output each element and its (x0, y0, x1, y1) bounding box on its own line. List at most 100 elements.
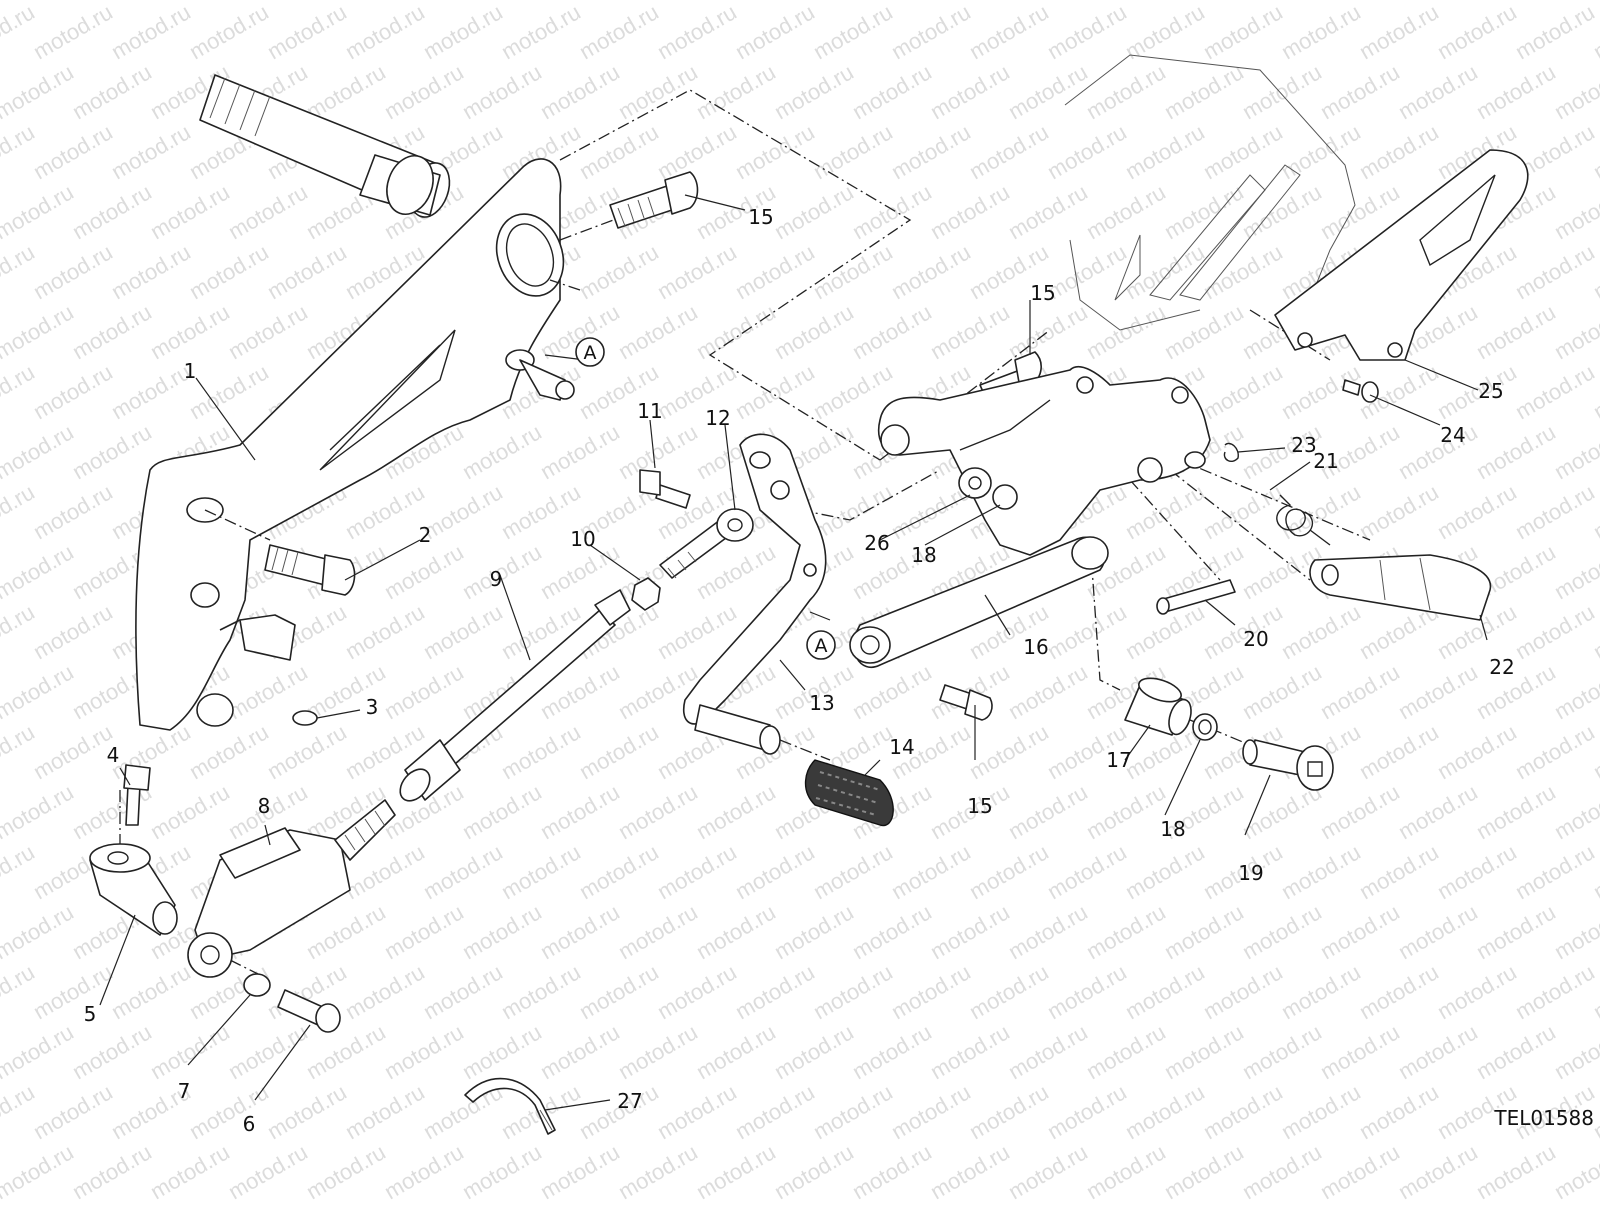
watermark-text: motod.ru (185, 719, 273, 784)
watermark-text: motod.ru (1199, 239, 1287, 304)
watermark-text: motod.ru (1355, 719, 1443, 784)
watermark-text: motod.ru (1277, 479, 1365, 544)
view-marker-label: A (584, 342, 597, 364)
watermark-text: motod.ru (29, 479, 117, 544)
watermark-text: motod.ru (0, 59, 78, 124)
callout-14: 14 (889, 735, 914, 759)
callout-26: 26 (864, 531, 889, 555)
watermark-text: motod.ru (887, 0, 975, 64)
watermark-text: motod.ru (1004, 0, 1092, 4)
watermark-text: motod.ru (1238, 179, 1326, 244)
watermark-text: motod.ru (692, 299, 780, 364)
watermark-text: motod.ru (0, 599, 39, 664)
watermark-text: motod.ru (107, 0, 195, 64)
watermark-text: motod.ru (1472, 299, 1560, 364)
watermark-text: motod.ru (146, 0, 234, 4)
watermark-text: motod.ru (809, 959, 897, 1024)
callout-16: 16 (1023, 635, 1048, 659)
watermark-text: motod.ru (1199, 359, 1287, 424)
watermark-text: motod.ru (1511, 239, 1599, 304)
callout-12: 12 (705, 406, 730, 430)
watermark-text: motod.ru (653, 1079, 741, 1144)
watermark-text: motod.ru (692, 0, 780, 4)
watermark-text: motod.ru (1043, 1079, 1131, 1144)
watermark-text: motod.ru (1433, 0, 1521, 64)
watermark-text: motod.ru (1355, 0, 1443, 64)
watermark-text: motod.ru (1199, 0, 1287, 64)
watermark-text: motod.ru (614, 779, 702, 844)
watermark-text: motod.ru (692, 1019, 780, 1084)
watermark-text: motod.ru (536, 59, 624, 124)
rubber-pad-14 (804, 759, 894, 827)
watermark-text: motod.ru (1511, 359, 1599, 424)
watermark-text: motod.ru (1043, 119, 1131, 184)
watermark-text: motod.ru (1238, 1019, 1326, 1084)
watermark-text: motod.ru (575, 719, 663, 784)
watermark-text: motod.ru (0, 779, 78, 844)
watermark-text: motod.ru (965, 119, 1053, 184)
watermark-text: motod.ru (1511, 959, 1599, 1024)
watermark-text: motod.ru (1355, 1079, 1443, 1144)
watermark-text: motod.ru (1355, 119, 1443, 184)
watermark-text: motod.ru (1316, 0, 1404, 4)
watermark-text: motod.ru (458, 1019, 546, 1084)
watermark-text: motod.ru (770, 1139, 858, 1200)
watermark-text: motod.ru (1472, 779, 1560, 844)
watermark-text: motod.ru (341, 1079, 429, 1144)
watermark-text: motod.ru (1472, 1139, 1560, 1200)
watermark-text: motod.ru (341, 0, 429, 64)
watermark-text: motod.ru (0, 299, 78, 364)
bolt-15-middle (939, 684, 993, 721)
watermark-text: motod.ru (614, 0, 702, 4)
watermark-text: motod.ru (458, 1139, 546, 1200)
callout-15-middle: 15 (967, 794, 992, 818)
nut-10 (631, 577, 661, 611)
watermark-text: motod.ru (263, 719, 351, 784)
watermark-text: motod.ru (1121, 959, 1209, 1024)
watermark-text: motod.ru (0, 419, 78, 484)
watermark-text: motod.ru (1550, 899, 1600, 964)
watermark-text: motod.ru (1316, 1019, 1404, 1084)
callout-2: 2 (419, 523, 432, 547)
watermark-text: motod.ru (1550, 1019, 1600, 1084)
watermark-text: motod.ru (68, 299, 156, 364)
rod-end-12 (659, 508, 754, 579)
watermark-text: motod.ru (68, 419, 156, 484)
callout-19: 19 (1238, 861, 1263, 885)
watermark-text: motod.ru (0, 719, 39, 784)
watermark-text: motod.ru (185, 359, 273, 424)
bolt-4 (123, 764, 151, 826)
watermark-text: motod.ru (497, 959, 585, 1024)
watermark-text: motod.ru (0, 539, 78, 604)
callout-27: 27 (617, 1089, 642, 1113)
watermark-text: motod.ru (731, 959, 819, 1024)
clevis-5 (89, 843, 178, 936)
cable-tie-27 (464, 1077, 556, 1135)
watermark-text: motod.ru (1433, 839, 1521, 904)
watermark-text: motod.ru (536, 1019, 624, 1084)
watermark-text: motod.ru (1160, 1139, 1248, 1200)
watermark-text: motod.ru (731, 0, 819, 64)
watermark-text: motod.ru (1043, 959, 1131, 1024)
watermark-text: motod.ru (302, 0, 390, 4)
watermark-text: motod.ru (1316, 1139, 1404, 1200)
watermark-text: motod.ru (1238, 899, 1326, 964)
watermark-text: motod.ru (1004, 1019, 1092, 1084)
pin-3 (292, 710, 318, 726)
callout-20: 20 (1243, 627, 1268, 651)
callout-23: 23 (1291, 433, 1316, 457)
leader-lines (99, 194, 1488, 1111)
push-rod-9 (399, 589, 631, 802)
watermark-text: motod.ru (1277, 599, 1365, 664)
watermark-text: motod.ru (0, 959, 39, 1024)
watermark-text: motod.ru (1433, 479, 1521, 544)
watermark-text: motod.ru (29, 359, 117, 424)
clip-23 (1223, 442, 1239, 462)
watermark-text: motod.ru (1238, 659, 1326, 724)
callout-8: 8 (258, 794, 271, 818)
watermark-text: motod.ru (224, 0, 312, 4)
watermark-text: motod.ru (497, 0, 585, 64)
watermark-text: motod.ru (1277, 0, 1365, 64)
